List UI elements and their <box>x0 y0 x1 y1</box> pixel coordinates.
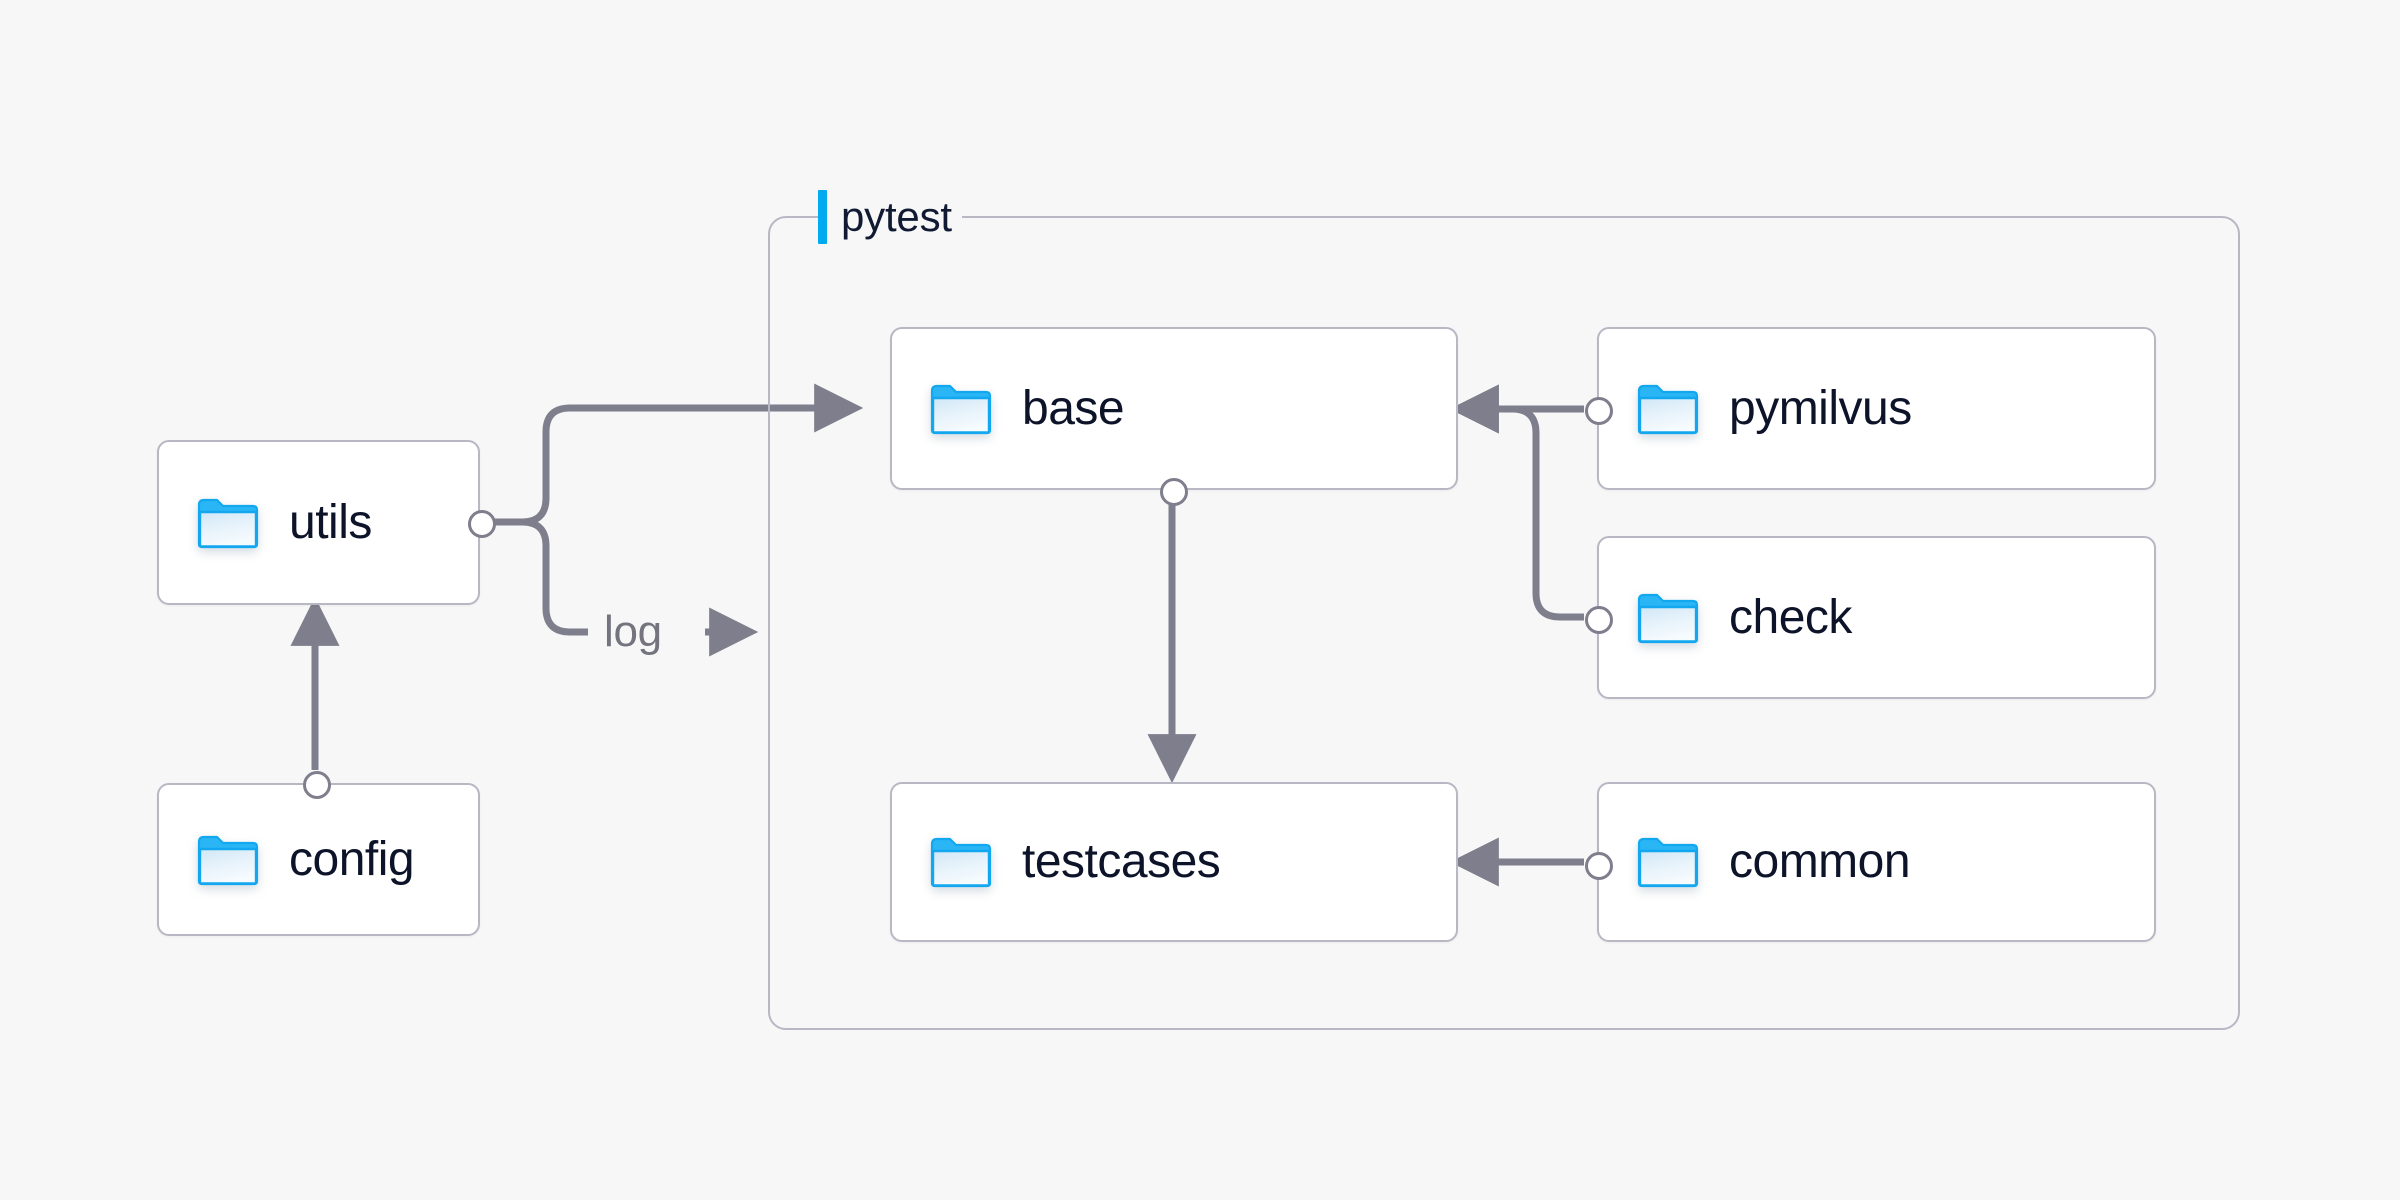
group-pytest[interactable] <box>768 216 2240 1030</box>
node-common[interactable]: common <box>1585 782 2156 942</box>
node-label: testcases <box>1022 835 1221 888</box>
folder-icon <box>930 384 992 434</box>
port-common-left[interactable] <box>1585 852 1613 880</box>
port-config-top[interactable] <box>303 771 331 799</box>
group-pytest-label: pytest <box>818 190 962 244</box>
node-utils[interactable]: utils <box>157 440 496 605</box>
port-base-bottom[interactable] <box>1160 478 1188 506</box>
node-testcases[interactable]: testcases <box>890 782 1458 942</box>
edge-utils-log <box>480 518 588 636</box>
node-label: common <box>1729 835 1911 888</box>
node-pymilvus[interactable]: pymilvus <box>1585 327 2156 490</box>
folder-icon <box>1637 593 1699 643</box>
folder-icon <box>930 837 992 888</box>
node-base[interactable]: base <box>890 327 1458 506</box>
port-check-left[interactable] <box>1585 606 1613 634</box>
group-label-text: pytest <box>841 193 952 240</box>
node-label: config <box>289 832 415 886</box>
folder-icon <box>1637 384 1699 434</box>
node-label: pymilvus <box>1729 381 1912 435</box>
node-config[interactable]: config <box>157 771 480 936</box>
node-check[interactable]: check <box>1585 536 2156 699</box>
folder-icon <box>1637 837 1699 888</box>
folder-icon <box>197 498 259 548</box>
node-label: base <box>1022 381 1125 435</box>
node-label: check <box>1729 590 1852 644</box>
node-label: utils <box>289 495 372 549</box>
port-pymilvus-left[interactable] <box>1585 397 1613 425</box>
edge-label-log: log <box>604 607 662 656</box>
port-utils-right[interactable] <box>468 510 496 538</box>
folder-icon <box>197 835 259 885</box>
group-accent-bar <box>818 190 827 244</box>
